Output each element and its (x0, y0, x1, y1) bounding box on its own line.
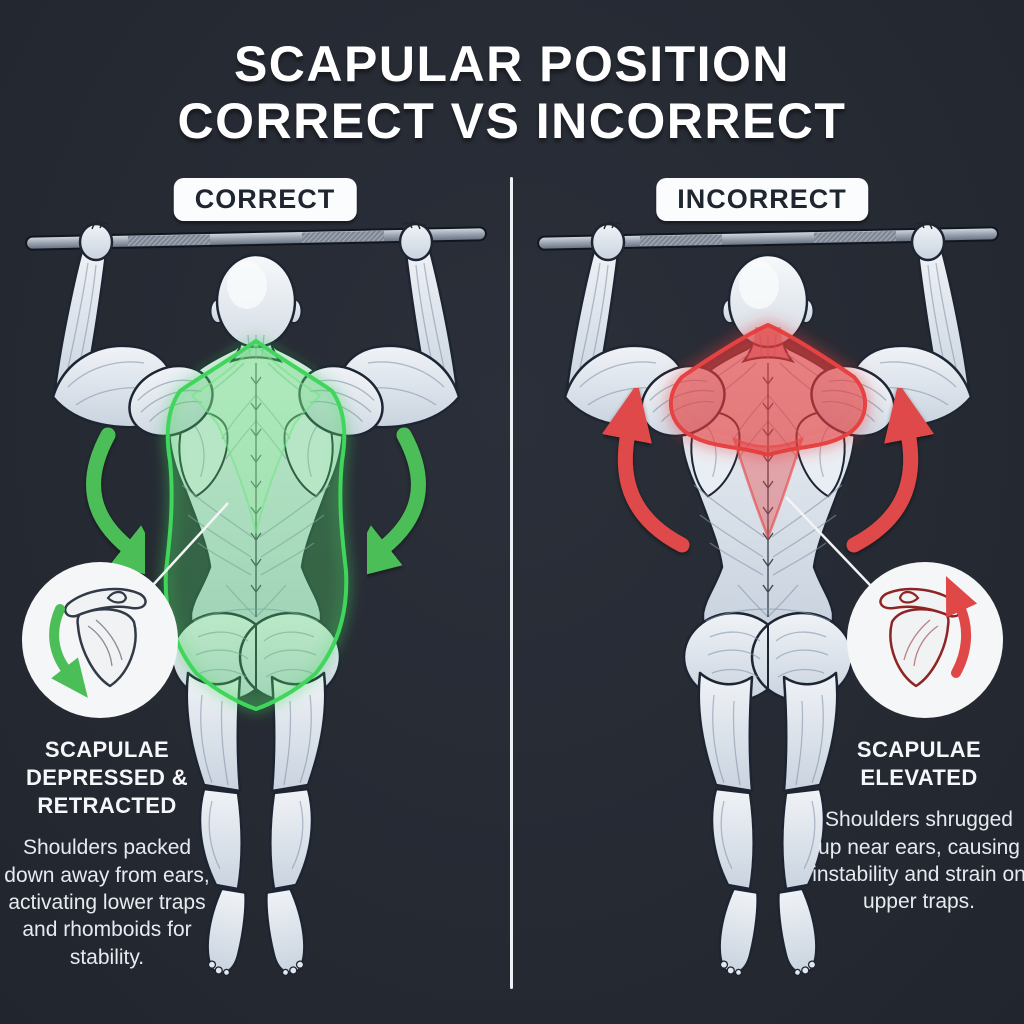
down-arrow-icon (49, 604, 88, 698)
incorrect-inset-text: SCAPULAE ELEVATED Shoulders shrugged up … (812, 736, 1024, 916)
correct-highlight-region (163, 339, 349, 711)
incorrect-inset-heading: SCAPULAE ELEVATED (856, 737, 982, 791)
scapula-inset-correct (22, 562, 178, 718)
page-title: SCAPULAR POSITION CORRECT VS INCORRECT (0, 36, 1024, 150)
title-line-1: SCAPULAR POSITION (233, 36, 791, 92)
down-arrow-icon (86, 427, 171, 581)
callout-line (785, 496, 871, 586)
callout-line (152, 502, 229, 586)
down-arrow-icon (341, 427, 426, 581)
incorrect-figure-illustration (522, 185, 1003, 995)
incorrect-highlight-region (668, 323, 868, 541)
up-arrow-icon (601, 382, 690, 553)
scapula-inset-incorrect (847, 562, 1003, 718)
correct-badge: CORRECT (173, 178, 357, 221)
incorrect-badge: INCORRECT (656, 178, 868, 221)
up-arrow-icon (846, 382, 935, 553)
correct-inset-description: Shoulders packed down away from ears, ac… (4, 836, 210, 969)
title-line-2: CORRECT VS INCORRECT (177, 93, 847, 149)
correct-inset-heading: SCAPULAE DEPRESSED & RETRACTED (25, 737, 189, 819)
up-arrow-icon (945, 576, 978, 678)
panel-divider (510, 177, 513, 989)
correct-inset-text: SCAPULAE DEPRESSED & RETRACTED Shoulders… (4, 736, 210, 971)
incorrect-inset-description: Shoulders shrugged up near ears, causing… (812, 808, 1024, 914)
correct-figure-illustration (22, 185, 502, 995)
